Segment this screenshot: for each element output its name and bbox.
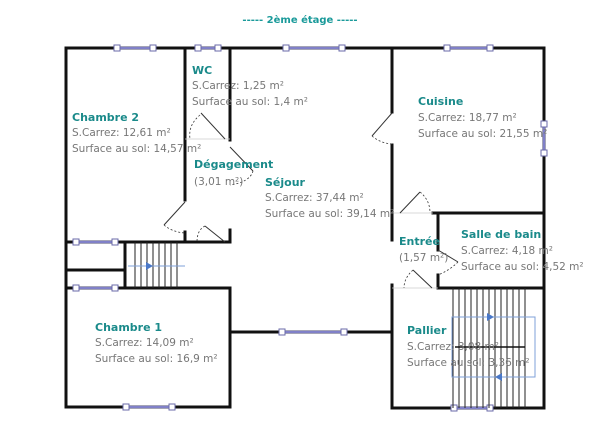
room-surface: Surface au sol: 4,52 m²	[461, 261, 584, 273]
room-carrez: S.Carrez: 3,08 m²	[407, 341, 499, 353]
stair-down-arrow-icon	[495, 373, 502, 381]
room-carrez: S.Carrez: 12,61 m²	[72, 127, 171, 139]
stair-up-arrow-icon	[487, 313, 494, 321]
room-name: Dégagement	[194, 158, 273, 171]
room-surface: Surface au sol: 21,55 m²	[418, 128, 547, 140]
room-entree: Entrée (1,57 m²)	[399, 235, 448, 264]
room-name: Cuisine	[418, 95, 463, 108]
room-sejour: Séjour S.Carrez: 37,44 m² Surface au sol…	[265, 176, 394, 220]
room-name: Salle de bain	[461, 228, 541, 241]
room-cuisine: Cuisine S.Carrez: 18,77 m² Surface au so…	[418, 95, 547, 140]
room-surface: Surface au sol: 14,57 m²	[72, 143, 201, 155]
room-surface: Surface au sol: 1,4 m²	[192, 96, 308, 108]
room-carrez: S.Carrez: 14,09 m²	[95, 337, 194, 349]
room-name: Chambre 1	[95, 321, 162, 334]
room-area: (3,01 m²)	[194, 176, 243, 188]
room-chambre-2: Chambre 2 S.Carrez: 12,61 m² Surface au …	[72, 111, 201, 155]
room-area: (1,57 m²)	[399, 252, 448, 264]
room-surface: Surface au sol: 39,14 m²	[265, 208, 394, 220]
room-carrez: S.Carrez: 1,25 m²	[192, 80, 284, 92]
staircase-left	[128, 242, 185, 288]
windows	[72, 44, 548, 412]
doors	[163, 112, 459, 289]
staircase-right	[451, 288, 536, 408]
room-surface: Surface au sol: 3,36 m²	[407, 357, 530, 369]
room-degagement: Dégagement (3,01 m²)	[194, 158, 273, 188]
room-wc: WC S.Carrez: 1,25 m² Surface au sol: 1,4…	[192, 64, 308, 108]
room-carrez: S.Carrez: 18,77 m²	[418, 112, 517, 124]
room-surface: Surface au sol: 16,9 m²	[95, 353, 218, 365]
room-name: Pallier	[407, 324, 447, 337]
room-name: Séjour	[265, 176, 306, 189]
room-pallier: Pallier S.Carrez: 3,08 m² Surface au sol…	[407, 324, 530, 369]
room-name: WC	[192, 64, 212, 77]
stair-direction-arrow-icon	[146, 262, 153, 270]
floor-title: ----- 2ème étage -----	[242, 14, 357, 26]
room-name: Entrée	[399, 235, 440, 248]
room-name: Chambre 2	[72, 111, 139, 124]
room-salle-de-bain: Salle de bain S.Carrez: 4,18 m² Surface …	[461, 228, 584, 273]
room-chambre-1: Chambre 1 S.Carrez: 14,09 m² Surface au …	[95, 321, 218, 365]
room-carrez: S.Carrez: 37,44 m²	[265, 192, 364, 204]
room-carrez: S.Carrez: 4,18 m²	[461, 245, 553, 257]
